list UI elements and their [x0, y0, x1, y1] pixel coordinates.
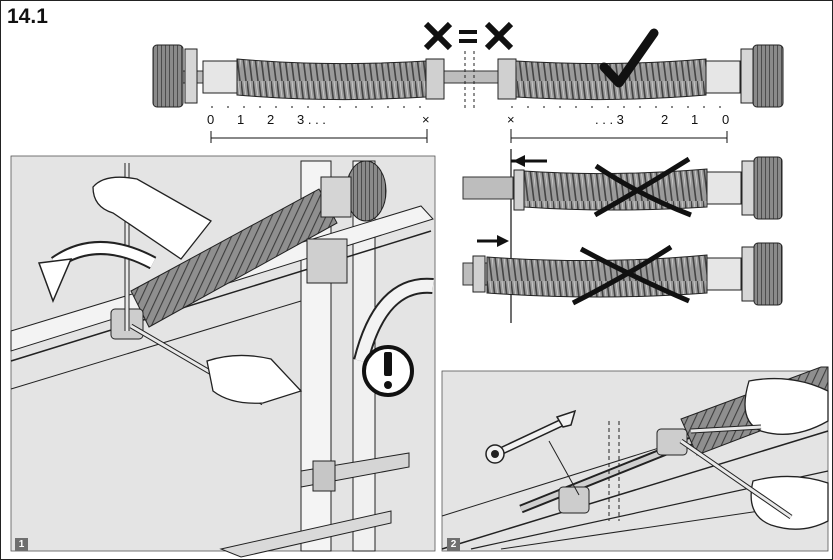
- leader-line: [548, 440, 580, 496]
- ruler-right-label-x: ×: [507, 112, 515, 127]
- cable-drum-right: [752, 44, 784, 108]
- check-mark-icon: [599, 28, 659, 88]
- bearing-plate: [306, 238, 348, 284]
- wrong-assembly-2: [462, 235, 783, 306]
- cross-mark-icon: [571, 244, 690, 306]
- ruler-left-label-2: 2: [267, 112, 274, 127]
- bottom-roller: [312, 460, 336, 492]
- ruler-right-label-3: . . . 3: [595, 112, 624, 127]
- winding-cone-left: [202, 60, 238, 94]
- panel-2-badge: 2: [447, 538, 460, 551]
- drum-bearing: [320, 176, 352, 218]
- stationary-cone: [472, 255, 486, 293]
- ruler-right-label-2: 2: [661, 112, 668, 127]
- top-spring-assembly: [152, 44, 784, 109]
- panel-1: [10, 155, 436, 558]
- winding-cone: [706, 171, 742, 205]
- winding-cone: [706, 257, 742, 291]
- ruler-right-label-1: 1: [691, 112, 698, 127]
- ruler-left-label-1: 1: [237, 112, 244, 127]
- ruler-right: × . . . 3 2 1 0: [507, 106, 729, 143]
- cross-mark-icon: [484, 21, 514, 51]
- cable-drum: [753, 156, 783, 220]
- bottom-section: [219, 510, 392, 558]
- hand-upper: [744, 377, 829, 435]
- push-arrow-head: [513, 155, 525, 167]
- stationary-cone-left: [425, 58, 445, 100]
- stationary-cone-right: [497, 58, 517, 100]
- door-edge: [10, 300, 302, 390]
- ruler-left-label-x: ×: [422, 112, 430, 127]
- spring: [523, 168, 708, 211]
- winding-cone-right: [705, 60, 741, 94]
- wrench-icon: [485, 409, 577, 464]
- wrong-assembly-1: [462, 155, 783, 220]
- winding-bar-hl: [680, 439, 792, 519]
- warning-exclamation-dot: [384, 381, 392, 389]
- panel-2: [441, 366, 829, 552]
- shaft-stub: [462, 176, 514, 200]
- hand-lower: [206, 354, 303, 404]
- curved-track-inner: [355, 279, 434, 363]
- push-arrow-head: [497, 235, 509, 247]
- ruler-left-label-3: 3 . . .: [297, 112, 326, 127]
- curved-arrow-icon-fill: [52, 243, 156, 268]
- drum-flange-left: [184, 48, 198, 104]
- spring-left: [236, 58, 427, 101]
- warning-exclamation-bar: [384, 352, 392, 376]
- stationary-cone-lower: [558, 486, 590, 514]
- hand-lower: [750, 475, 829, 530]
- cross-mark-icon: [423, 21, 453, 51]
- ruler-left: 0 1 2 3 . . . ×: [207, 106, 430, 143]
- figure-title: 14.1: [7, 5, 48, 28]
- stationary-cone-upper: [656, 428, 688, 456]
- cross-mark-icon: [593, 156, 692, 218]
- curved-arrow-head: [37, 258, 73, 304]
- drum-flange: [741, 246, 755, 302]
- stationary-cone: [513, 169, 525, 211]
- winding-bar-upper-hl: [690, 425, 762, 433]
- ruler-right-label-0: 0: [722, 112, 729, 127]
- cable-drum: [345, 160, 387, 222]
- drum-flange: [741, 160, 755, 216]
- rail-line-1: [441, 430, 829, 550]
- hand-upper: [92, 176, 212, 260]
- ruler-left-label-0: 0: [207, 112, 214, 127]
- drum-flange-right: [740, 48, 754, 104]
- cross-equals-cross: [423, 21, 514, 51]
- panel-1-badge: 1: [15, 538, 28, 551]
- equal-sign: [459, 30, 477, 43]
- cable-drum: [753, 242, 783, 306]
- rail-edge: [10, 230, 432, 362]
- cable-drum-left: [152, 44, 184, 108]
